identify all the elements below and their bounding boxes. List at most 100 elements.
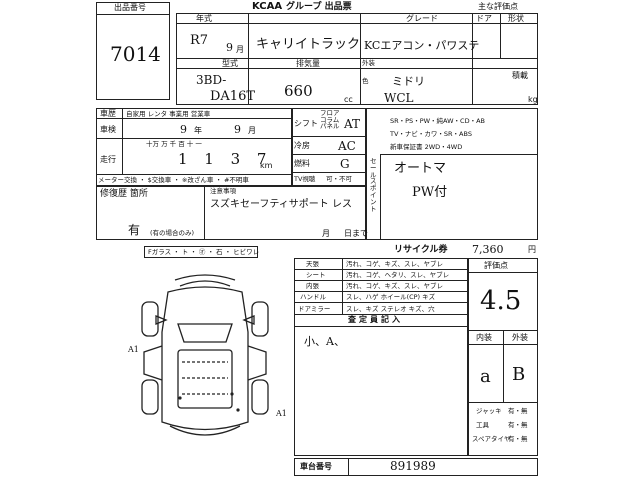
inspection-label: 車検 (100, 125, 116, 134)
recycle-value: 7,360 (472, 243, 504, 256)
day-label: 日まで (344, 229, 368, 238)
year-era: R7 (190, 33, 209, 48)
equipment-line3: 新車保証書 2WD・4WD (390, 143, 463, 151)
damage-mark-right: A1 (276, 409, 287, 418)
cond-row-5-text: スレ、キズ ステレオ キズ、穴 (346, 305, 435, 313)
cond-row-3-text: 汚れ、コゲ、キズ、スレ、ヤブレ (346, 282, 444, 290)
repair-label: 修復歴 箇所 (100, 189, 148, 199)
color-label-2: 色 (362, 77, 369, 85)
cond-row-1-label: 天張 (306, 260, 319, 268)
model-label: 型式 (222, 59, 238, 68)
ac-value: AC (338, 139, 356, 153)
inspection-year-unit: 年 (194, 126, 202, 135)
lot-label: 出品番号 (114, 3, 146, 12)
damage-legend-text: Fガラス ・ ト ・ ㋔ ・ 石 ・ ヒビワレ (148, 248, 260, 256)
model-line2: DA16T (210, 89, 256, 104)
lot-box (96, 2, 170, 100)
displacement-value: 660 (284, 82, 313, 100)
damage-legend (144, 246, 258, 258)
recycle-label: リサイクル券 (394, 245, 448, 255)
inspection-month: 9 (234, 123, 241, 136)
model-line1: 3BD- (196, 73, 227, 87)
shift-value: AT (344, 117, 361, 131)
tv-label: TV視聴 (294, 175, 316, 183)
door-label: ドア (476, 14, 492, 23)
equipment-line1: SR・PS・PW・純AW・CD・AB (390, 117, 486, 125)
lot-number: 7014 (110, 42, 161, 66)
recycle-unit: 円 (528, 245, 536, 254)
exterior-value: B (512, 364, 526, 385)
rating-box (468, 258, 538, 456)
tools-label: 工具 (476, 421, 489, 429)
chassis-value: 891989 (390, 459, 436, 473)
chassis-label: 車台番号 (300, 462, 332, 471)
displacement-label: 排気量 (296, 59, 320, 68)
notes-value: スズキセーフティサポート レス (210, 199, 352, 210)
meter-note: メーター交換 ・ $交換車 ・ ※改ざん車 ・ #不明車 (98, 176, 249, 184)
ac-label: 冷房 (294, 141, 310, 150)
equipment-box (366, 108, 538, 240)
car-history-label: 車歴 (100, 109, 116, 118)
spare-value: 有・無 (508, 435, 528, 443)
fuel-label: 燃料 (294, 159, 310, 168)
main-rating-label: 主な評価点 (478, 2, 518, 11)
owner-types: 自家用 レンタ 事業用 営業車 (126, 110, 211, 118)
sales-label: セールスポイント (370, 157, 377, 213)
month-label: 月 (322, 229, 330, 238)
cond-row-3-label: 内張 (306, 282, 319, 290)
cond-row-4-label: ハンドル (300, 293, 326, 301)
cond-row-1-text: 汚れ、コゲ、キズ、スレ、ヤブレ (346, 260, 444, 268)
grade-label: グレード (406, 14, 438, 23)
rating-label: 評価点 (484, 261, 508, 270)
cond-row-5-label: ドアミラー (298, 305, 331, 313)
shift-label: シフト (294, 119, 318, 128)
color-value-1: ミドリ (392, 75, 425, 88)
repair-box (96, 186, 366, 240)
cond-row-2-text: 汚れ、コゲ、ヘタリ、スレ、ヤブレ (346, 271, 450, 279)
sales-text2: PW付 (412, 185, 448, 200)
spare-label: スペアタイヤ (472, 435, 511, 443)
displacement-unit: cc (344, 95, 353, 104)
spec-box (292, 108, 366, 186)
inspector-value: 小、A、 (304, 335, 345, 348)
year-label: 年式 (196, 14, 212, 23)
chassis-box (294, 458, 538, 476)
inspection-year: 9 (180, 123, 187, 136)
load-label: 積載 (512, 71, 528, 80)
color-value-2: WCL (384, 91, 414, 105)
inspection-month-unit: 月 (248, 126, 256, 135)
damage-mark-left: A1 (128, 345, 139, 354)
sales-text1: オートマ (394, 161, 447, 176)
form-title: グループ 出品票 (286, 2, 352, 12)
repair-note: (有の場合のみ) (150, 229, 195, 237)
cond-row-2-label: シート (306, 271, 326, 279)
notes-label: 注意事項 (210, 187, 236, 195)
brand-logo: KCAA (252, 1, 283, 12)
interior-value: a (480, 366, 491, 387)
condition-table (294, 258, 468, 456)
mileage-digits: 1 1 3 7 (178, 150, 273, 168)
repair-value: 有 (128, 223, 141, 237)
rating-value: 4.5 (480, 286, 522, 316)
grade-value: KCエアコン・パワステ (364, 39, 480, 52)
fuel-value: G (340, 157, 350, 171)
car-name: キャリイトラック (256, 37, 361, 52)
exterior-label: 外装 (512, 333, 528, 342)
inspector-label: 査定員記入 (348, 315, 403, 324)
interior-label: 内装 (476, 333, 492, 342)
year-month-unit: 月 (236, 45, 244, 54)
equipment-line2: TV・ナビ・カワ・SR・ABS (390, 130, 472, 138)
color-label-1: 外装 (362, 59, 375, 67)
mileage-label: 走行 (100, 155, 116, 164)
cond-row-4-text: スレ、ハゲ ホイール(CP) キズ (346, 293, 436, 301)
shape-label: 形状 (508, 14, 524, 23)
mileage-unit: km (260, 161, 273, 170)
car-diagram (141, 274, 269, 436)
year-month: 9 (226, 41, 233, 54)
shift-sub: フロア コラム パネル (320, 109, 340, 130)
history-box (96, 108, 292, 186)
digit-headers: 十万 万 千 百 十 一 (146, 140, 202, 148)
top-form (176, 13, 538, 105)
jack-label: ジャッキ (476, 407, 502, 415)
jack-value: 有・無 (508, 407, 528, 415)
